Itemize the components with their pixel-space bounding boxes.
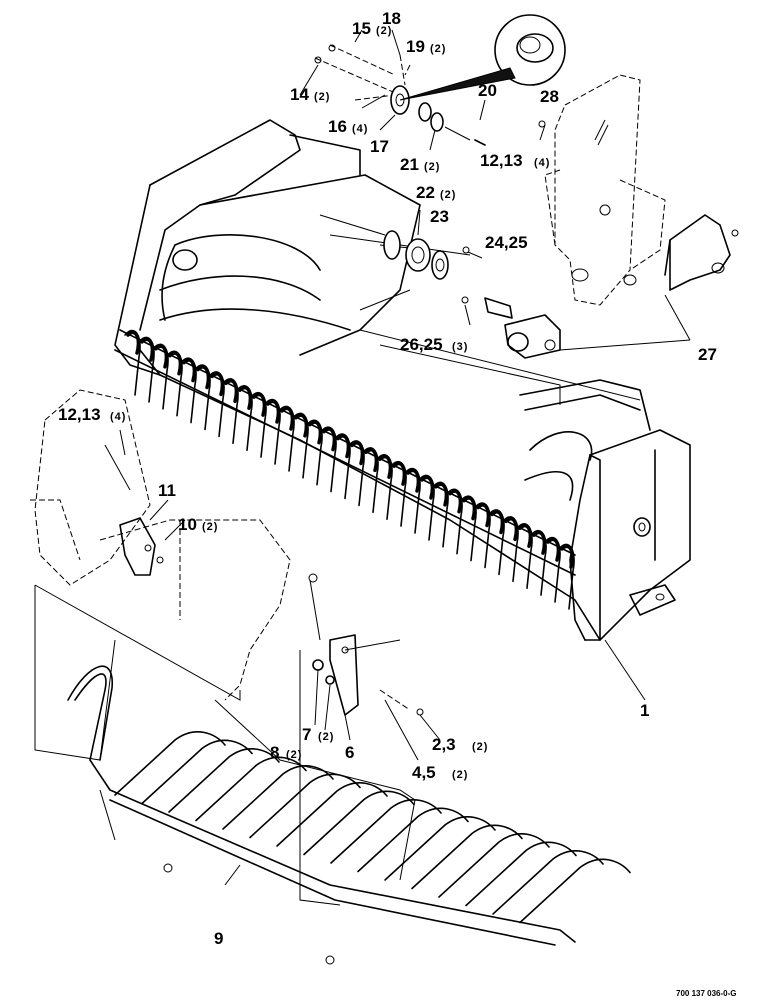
tine-band bbox=[182, 358, 197, 383]
rake-tine bbox=[519, 858, 631, 924]
tine-band bbox=[308, 420, 323, 445]
tine-band bbox=[364, 448, 379, 473]
callout-4-5: 4,5 bbox=[412, 763, 436, 782]
tine-band bbox=[224, 379, 239, 404]
callout-23: 23 bbox=[430, 207, 449, 226]
callout-2-3-qty: (2) bbox=[472, 741, 488, 753]
tine-band bbox=[266, 399, 281, 424]
rake-tine bbox=[384, 816, 496, 881]
tine-band bbox=[336, 434, 351, 459]
rake-tine bbox=[465, 841, 577, 907]
tine-band bbox=[294, 413, 309, 438]
rake-tine bbox=[222, 765, 334, 830]
tine-band bbox=[490, 510, 505, 535]
tine-band bbox=[238, 385, 253, 410]
callout-12-13-left-qty: (4) bbox=[110, 411, 126, 423]
rake-tine bbox=[114, 731, 226, 796]
tine-band bbox=[434, 482, 449, 507]
tine-band bbox=[322, 427, 337, 452]
callout-12-13-right: 12,13 bbox=[480, 151, 523, 170]
callout-14-qty: (2) bbox=[314, 91, 330, 103]
callout-labels: 1 2,3 (2) 4,5 (2) 6 7 (2) 8 (2) 9 10 (2)… bbox=[58, 9, 737, 998]
rake-tine bbox=[168, 748, 280, 813]
rake-tine bbox=[438, 833, 550, 898]
tine-band bbox=[154, 344, 169, 369]
tine-band bbox=[126, 330, 141, 355]
bearing-hardware bbox=[314, 14, 566, 146]
tine-band bbox=[560, 544, 575, 569]
tine-band bbox=[392, 461, 407, 486]
callout-4-5-qty: (2) bbox=[452, 769, 468, 781]
callout-14: 14 bbox=[290, 85, 309, 104]
tine-band bbox=[518, 523, 533, 548]
callout-21-qty: (2) bbox=[424, 161, 440, 173]
rake-tine bbox=[330, 799, 442, 864]
callout-22-qty: (2) bbox=[440, 189, 456, 201]
tine-reel bbox=[114, 329, 576, 610]
callout-21: 21 bbox=[400, 155, 419, 174]
bracket-27 bbox=[664, 214, 739, 291]
callout-1: 1 bbox=[640, 701, 649, 720]
rake-tine bbox=[195, 756, 307, 822]
leader-lines bbox=[104, 29, 691, 886]
callout-7-qty: (2) bbox=[318, 731, 334, 743]
callout-9: 9 bbox=[214, 929, 223, 948]
callout-15: 15 bbox=[352, 19, 371, 38]
callout-24-25: 24,25 bbox=[485, 233, 528, 252]
side-plate bbox=[538, 74, 666, 306]
drawing-number: 700 137 036-0-G bbox=[676, 989, 737, 998]
callout-27: 27 bbox=[698, 345, 717, 364]
callout-10-qty: (2) bbox=[202, 521, 218, 533]
tine-band bbox=[196, 365, 211, 390]
callout-19: 19 bbox=[406, 37, 425, 56]
tine-band bbox=[350, 441, 365, 466]
rake-tine bbox=[249, 773, 361, 839]
callout-19-qty: (2) bbox=[430, 43, 446, 55]
callout-15-qty: (2) bbox=[376, 25, 392, 37]
callout-8-qty: (2) bbox=[286, 749, 302, 761]
rake-tine bbox=[411, 824, 523, 890]
tine-band bbox=[462, 496, 477, 521]
callout-12-13-left: 12,13 bbox=[58, 405, 101, 424]
tine-band bbox=[168, 351, 183, 376]
tine-band bbox=[210, 372, 225, 397]
tine-band bbox=[406, 468, 421, 493]
tine-band bbox=[252, 392, 267, 417]
callout-8: 8 bbox=[270, 743, 279, 762]
rake-tine bbox=[357, 807, 469, 873]
callout-16-qty: (4) bbox=[352, 123, 368, 135]
rake-tine bbox=[492, 850, 604, 915]
callout-7: 7 bbox=[302, 725, 311, 744]
tine-band bbox=[140, 337, 155, 362]
tine-band bbox=[448, 489, 463, 514]
tine-band bbox=[504, 517, 519, 542]
tine-band bbox=[420, 475, 435, 500]
callout-12-13-right-qty: (4) bbox=[534, 157, 550, 169]
wind-guard bbox=[67, 665, 631, 965]
rake-tine bbox=[276, 782, 388, 847]
callout-17: 17 bbox=[370, 137, 389, 156]
header-housing bbox=[114, 119, 691, 641]
callout-18: 18 bbox=[382, 9, 401, 28]
callout-20: 20 bbox=[478, 81, 497, 100]
tine-band bbox=[378, 454, 393, 479]
callout-22: 22 bbox=[416, 183, 435, 202]
rake-tine bbox=[141, 739, 253, 805]
callout-2-3: 2,3 bbox=[432, 735, 456, 754]
callout-26-25: 26,25 bbox=[400, 335, 443, 354]
tine-band bbox=[476, 503, 491, 528]
tine-band bbox=[280, 406, 295, 431]
callout-16: 16 bbox=[328, 117, 347, 136]
tine-band bbox=[532, 530, 547, 555]
lower-panels bbox=[30, 389, 424, 906]
callout-28: 28 bbox=[540, 87, 559, 106]
callout-26-25-qty: (3) bbox=[452, 341, 468, 353]
callout-11: 11 bbox=[158, 481, 176, 500]
callout-10: 10 bbox=[178, 515, 197, 534]
rake-tine bbox=[303, 790, 415, 856]
callout-6: 6 bbox=[345, 743, 354, 762]
tine-band bbox=[546, 537, 561, 562]
